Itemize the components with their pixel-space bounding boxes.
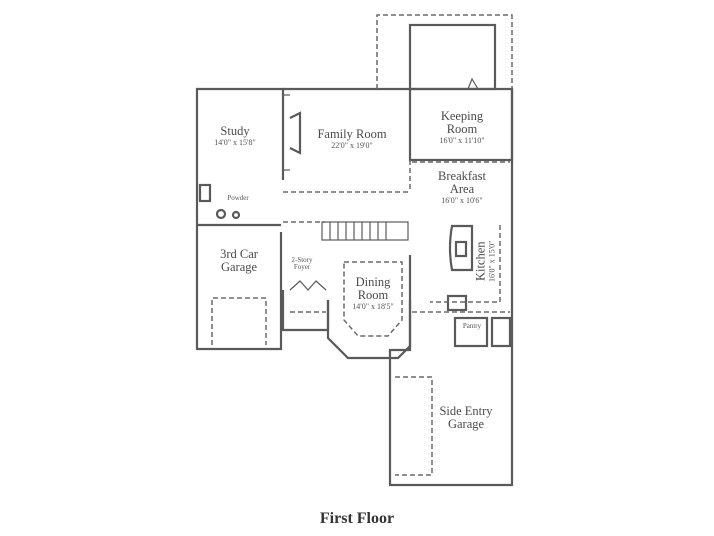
- powder-name: Powder: [227, 194, 249, 202]
- keeping-room-name-line1: Keeping: [440, 109, 484, 123]
- breakfast-name-line1: Breakfast: [438, 169, 486, 183]
- foyer-line2: Foyer: [293, 263, 311, 272]
- room-label-keeping-room: Keeping Room 16'0" x 11'10": [439, 109, 485, 146]
- foyer-line1: 2-Story: [291, 256, 313, 264]
- kitchen-name: Kitchen: [473, 241, 488, 282]
- room-label-study: Study 14'0" x 15'8": [214, 124, 256, 148]
- third-car-garage-line2: Garage: [220, 260, 258, 275]
- dining-room-line1: Dining: [355, 275, 391, 289]
- breakfast-name-line2: Area: [449, 182, 475, 197]
- side-entry-garage-line1: Side Entry: [439, 404, 493, 418]
- family-room-name: Family Room: [317, 127, 387, 141]
- room-label-pantry: Pantry: [462, 322, 482, 330]
- kitchen-dimensions: 16'0" x 15'0": [487, 240, 497, 282]
- keeping-room-name-line2: Room: [446, 122, 478, 137]
- room-label-kitchen: Kitchen 16'0" x 15'0": [473, 240, 498, 282]
- room-label-side-entry-garage: Side Entry Garage: [439, 404, 493, 432]
- dining-room-line2: Room: [357, 288, 389, 303]
- room-label-foyer: 2-Story Foyer: [291, 256, 313, 272]
- dining-room-dimensions: 14'0" x 18'5": [352, 302, 394, 312]
- family-room-dimensions: 22'0" x 19'0": [331, 141, 373, 151]
- keeping-room-dimensions: 16'0" x 11'10": [439, 136, 485, 146]
- room-label-dining-room: Dining Room 14'0" x 18'5": [352, 275, 394, 312]
- study-name: Study: [220, 124, 250, 138]
- third-car-garage-line1: 3rd Car: [220, 247, 258, 261]
- room-label-breakfast-area: Breakfast Area 16'0" x 10'6": [438, 169, 486, 206]
- study-dimensions: 14'0" x 15'8": [214, 138, 256, 148]
- side-entry-garage-line2: Garage: [447, 417, 485, 432]
- breakfast-dimensions: 16'0" x 10'6": [441, 196, 483, 206]
- room-label-family-room: Family Room 22'0" x 19'0": [317, 127, 387, 151]
- study-walls: [195, 87, 285, 195]
- pantry-name: Pantry: [462, 322, 482, 330]
- floor-title: First Floor: [319, 510, 395, 527]
- room-label-powder: Powder: [227, 194, 249, 202]
- room-label-third-car-garage: 3rd Car Garage: [220, 247, 258, 275]
